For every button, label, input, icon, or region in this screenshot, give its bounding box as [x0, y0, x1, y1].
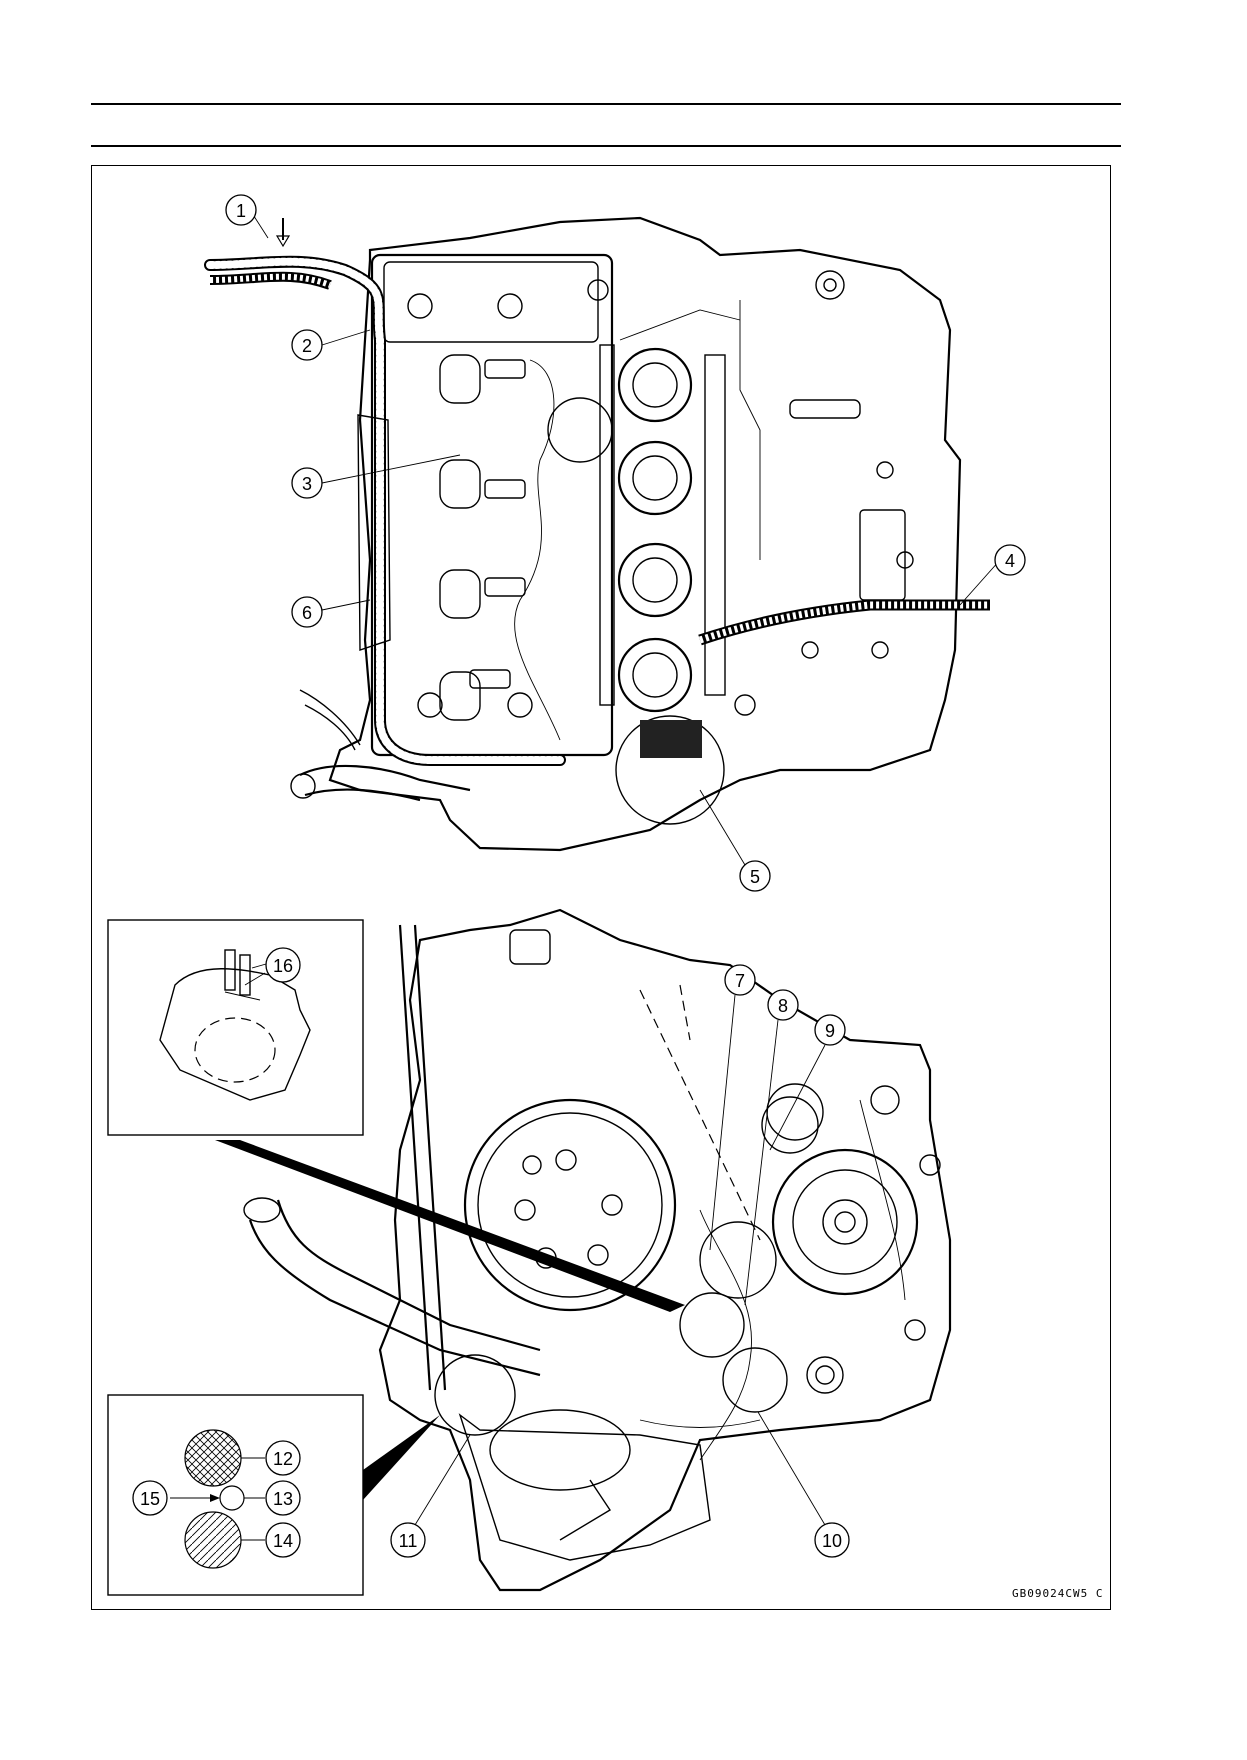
engine-side-view	[243, 908, 952, 1592]
callout-15: 15	[132, 1480, 168, 1516]
svg-text:7: 7	[735, 971, 745, 991]
svg-text:13: 13	[273, 1489, 293, 1509]
figure-code: GB09024CW5 C	[1012, 1587, 1103, 1600]
callout-14: 14	[265, 1522, 301, 1558]
svg-text:2: 2	[302, 336, 312, 356]
engine-top-view	[204, 216, 990, 852]
svg-text:10: 10	[822, 1531, 842, 1551]
throttle-body-group	[599, 344, 726, 713]
inset-detail-16	[107, 919, 364, 1136]
svg-text:16: 16	[273, 956, 293, 976]
svg-text:1: 1	[236, 201, 246, 221]
callout-11: 11	[390, 1522, 426, 1558]
inset-legend-pointer	[363, 1415, 440, 1500]
callout-10: 10	[814, 1522, 850, 1558]
callout-5: 5	[739, 860, 771, 892]
svg-text:14: 14	[273, 1531, 293, 1551]
svg-text:12: 12	[273, 1449, 293, 1469]
svg-text:6: 6	[302, 603, 312, 623]
callout-2: 2	[291, 329, 323, 361]
callout-16: 16	[265, 947, 301, 983]
inset-legend-12-15	[107, 1394, 364, 1596]
header-rule-top	[91, 103, 1121, 105]
svg-text:4: 4	[1005, 551, 1015, 571]
figure-frame	[91, 165, 1111, 1610]
callout-4: 4	[994, 544, 1026, 576]
svg-text:9: 9	[825, 1021, 835, 1041]
callout-7: 7	[724, 964, 756, 996]
callout-9: 9	[814, 1014, 846, 1046]
svg-text:15: 15	[140, 1489, 160, 1509]
callout-12: 12	[265, 1440, 301, 1476]
callout-13: 13	[265, 1480, 301, 1516]
svg-text:11: 11	[399, 1531, 418, 1551]
inset-16-pointer	[215, 1140, 685, 1312]
svg-text:8: 8	[778, 996, 788, 1016]
svg-text:5: 5	[750, 867, 760, 887]
callout-8: 8	[767, 989, 799, 1021]
svg-text:3: 3	[302, 474, 312, 494]
leader-lines	[244, 209, 1001, 1526]
callout-1: 1	[225, 194, 257, 226]
ignition-coil-group	[439, 354, 526, 721]
callout-6: 6	[291, 596, 323, 628]
header-rule-bottom	[91, 145, 1121, 147]
callout-3: 3	[291, 467, 323, 499]
